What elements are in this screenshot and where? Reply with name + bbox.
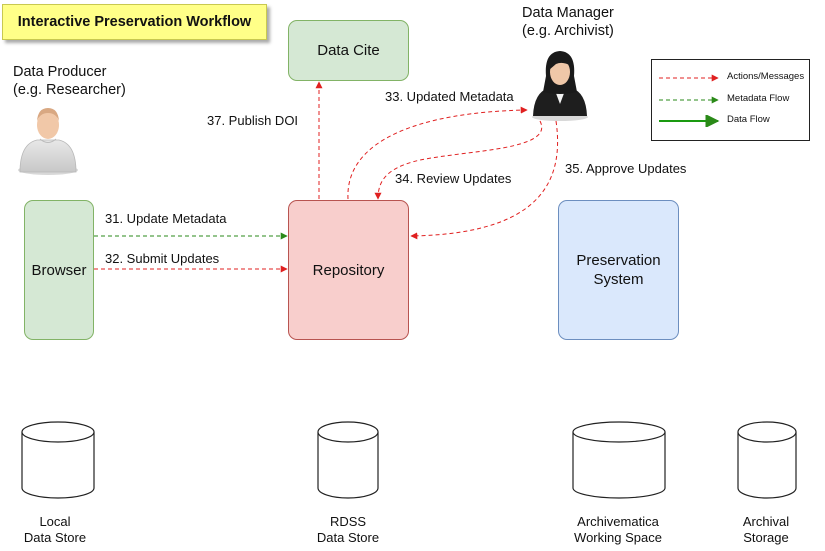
data-manager-example: (e.g. Archivist) bbox=[522, 23, 614, 39]
rdss-data-store-cylinder bbox=[317, 421, 379, 499]
legend-item-data-flow: Data Flow bbox=[652, 112, 809, 130]
archival-storage-label: Archival Storage bbox=[743, 514, 789, 546]
edge-35-approve-updates bbox=[410, 120, 559, 240]
legend-item-actions: Actions/Messages bbox=[652, 69, 809, 87]
browser-node: Browser bbox=[24, 200, 94, 340]
data-manager-avatar bbox=[532, 51, 588, 121]
archivematica-working-space-label: Archivematica Working Space bbox=[574, 514, 662, 546]
diagram-title: Interactive Preservation Workflow bbox=[2, 4, 267, 40]
edge-35-label: 35. Approve Updates bbox=[565, 161, 687, 176]
legend-swatch-metadata bbox=[659, 96, 719, 104]
archival-storage-line2: Storage bbox=[743, 530, 789, 545]
data-manager-label: Data Manager (e.g. Archivist) bbox=[522, 4, 614, 40]
local-data-store-cylinder bbox=[21, 421, 95, 499]
archivematica-working-space-line2: Working Space bbox=[574, 530, 662, 545]
legend-swatch-actions bbox=[659, 74, 719, 82]
rdss-data-store-line2: Data Store bbox=[316, 530, 380, 545]
preservation-system-label-line2: System bbox=[593, 271, 644, 288]
edge-31-label: 31. Update Metadata bbox=[105, 211, 227, 226]
preservation-system-label-line1: Preservation bbox=[576, 252, 661, 269]
archivematica-working-space-line1: Archivematica bbox=[577, 514, 659, 529]
data-producer-label: Data Producer (e.g. Researcher) bbox=[13, 63, 126, 99]
rdss-data-store-line1: RDSS bbox=[329, 514, 367, 529]
legend-label-data-flow: Data Flow bbox=[727, 114, 770, 125]
data-producer-example: (e.g. Researcher) bbox=[13, 82, 126, 98]
legend-label-actions: Actions/Messages bbox=[727, 71, 805, 82]
legend-label-metadata: Metadata Flow bbox=[727, 93, 790, 104]
data-producer-name: Data Producer bbox=[13, 64, 107, 80]
edge-37-label: 37. Publish DOI bbox=[207, 113, 299, 128]
legend-item-metadata: Metadata Flow bbox=[652, 91, 809, 109]
repository-label: Repository bbox=[312, 261, 385, 279]
data-producer-avatar bbox=[18, 108, 78, 175]
edge-34-review-updates bbox=[374, 120, 543, 200]
edge-32-label: 32. Submit Updates bbox=[105, 251, 220, 266]
data-manager-name: Data Manager bbox=[522, 5, 614, 21]
data-cite-node: Data Cite bbox=[288, 20, 409, 81]
archival-storage-line1: Archival bbox=[742, 514, 790, 529]
local-data-store-line1: Local bbox=[39, 514, 71, 529]
repository-node: Repository bbox=[288, 200, 409, 340]
local-data-store-label: Local Data Store bbox=[24, 514, 86, 546]
legend-swatch-data-flow bbox=[659, 115, 720, 127]
archival-storage-cylinder bbox=[737, 421, 797, 499]
local-data-store-line2: Data Store bbox=[23, 530, 87, 545]
legend: Actions/Messages Metadata Flow Data Flow bbox=[651, 59, 810, 141]
edge-34-label: 34. Review Updates bbox=[395, 171, 512, 186]
data-cite-label: Data Cite bbox=[317, 42, 380, 59]
preservation-system-node: Preservation System bbox=[558, 200, 679, 340]
rdss-data-store-label: RDSS Data Store bbox=[317, 514, 379, 546]
edge-33-label: 33. Updated Metadata bbox=[385, 89, 514, 104]
edge-33-updated-metadata bbox=[347, 106, 528, 200]
browser-label: Browser bbox=[31, 261, 87, 279]
archivematica-working-space-cylinder bbox=[572, 421, 666, 499]
